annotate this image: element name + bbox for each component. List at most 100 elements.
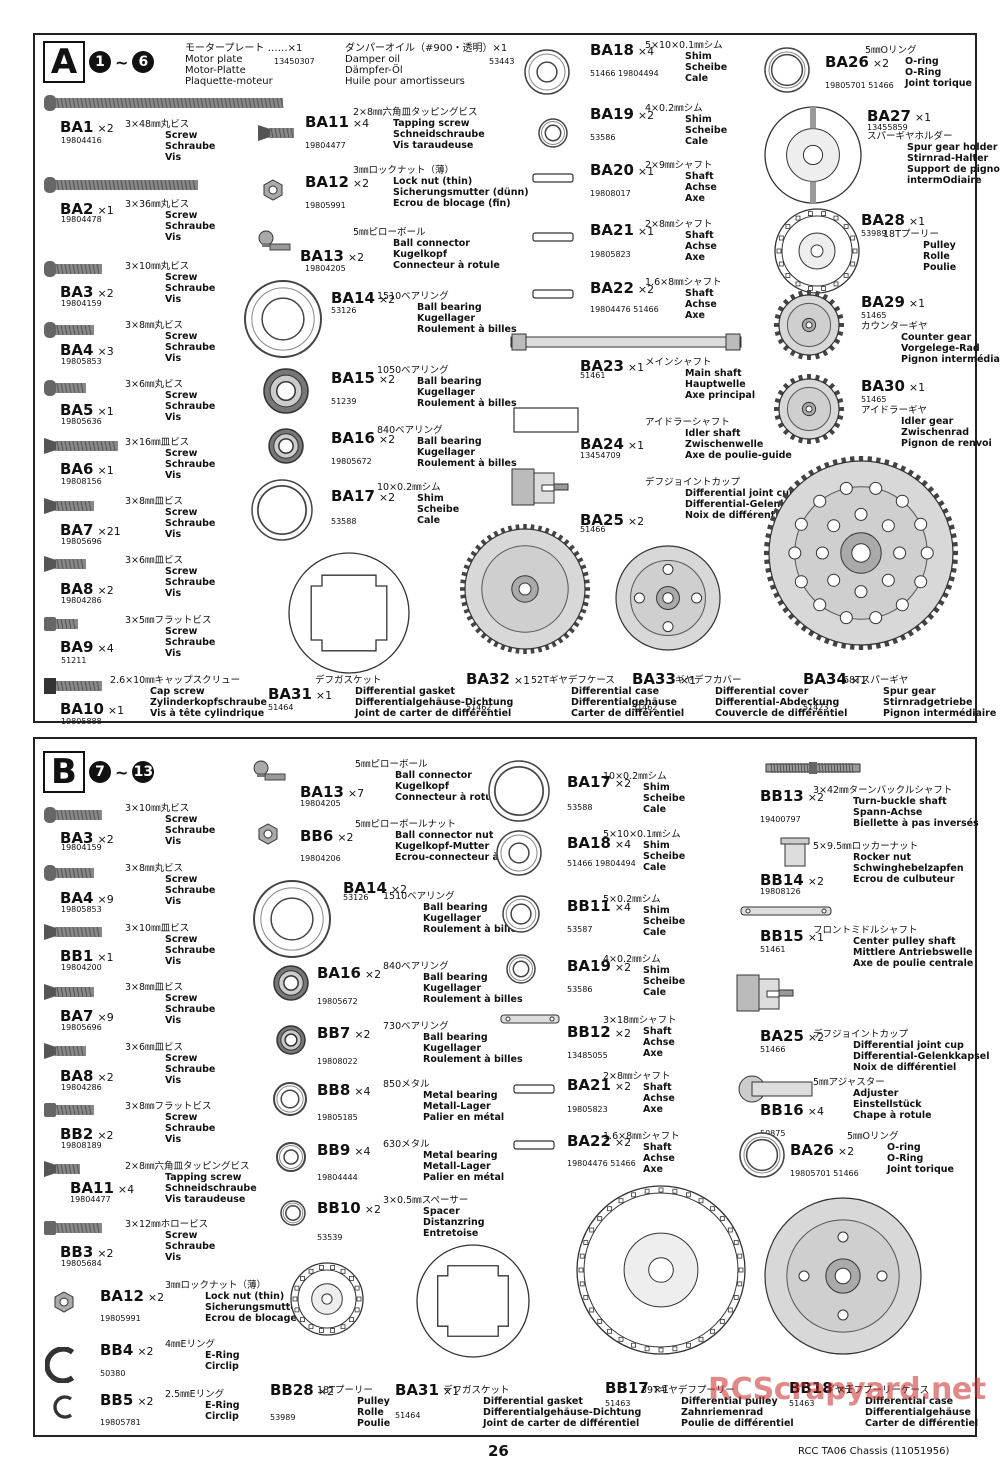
- part-name-line: Einstellstück: [853, 1099, 922, 1110]
- part-name-line: Schneidschraube: [393, 129, 485, 140]
- part-quantity: ×4: [637, 45, 655, 58]
- part-name-line: Joint de carter de différentiel: [355, 708, 512, 719]
- part-code-label: BA25: [580, 511, 624, 529]
- part-name-line: Schraube: [165, 577, 216, 588]
- part-name-line: O-ring: [887, 1142, 921, 1153]
- part-code-label: BA14: [331, 289, 375, 307]
- part-number: 51463: [789, 1399, 815, 1408]
- part-ba26-drawing: [763, 46, 811, 94]
- part-name-line: Connecteur à rotule: [393, 260, 500, 271]
- part-name-jp: 3㎜ロックナット（薄）: [353, 165, 455, 176]
- part-quantity: ×2: [347, 251, 365, 264]
- part-code-label: BA26: [825, 53, 869, 71]
- part-name-line: Schraube: [165, 459, 216, 470]
- part-name-line: Shaft: [685, 288, 714, 299]
- part-name-line: Stirnradgetriebe: [883, 697, 973, 708]
- step-tilde: ~: [115, 762, 129, 782]
- part-name-jp: 840ベアリング: [377, 425, 443, 436]
- part-bb18-drawing: [759, 1192, 927, 1360]
- part-quantity: ×2: [364, 1203, 381, 1216]
- part-ba1-drawing: [43, 95, 284, 111]
- part-code-label: BB8: [317, 1081, 351, 1099]
- part-name-line: Connecteur à rotule: [395, 792, 502, 803]
- part-code-label: BA18: [567, 834, 611, 852]
- part-name-jp: 2×8㎜六角皿タッピングビス: [125, 1161, 250, 1172]
- part-code: BA31×1: [268, 685, 332, 703]
- part-name-line: Ball bearing: [417, 376, 482, 387]
- part-name-line: Ball connector: [395, 770, 472, 781]
- part-number: 19804206: [300, 854, 341, 863]
- part-code: BA11×4: [70, 1179, 134, 1197]
- part-name-line: Zwischenwelle: [685, 439, 764, 450]
- part-quantity: ×2: [97, 122, 114, 135]
- part-name-jp: 5×10×0.1㎜シム: [603, 829, 681, 840]
- part-number: 19805696: [61, 537, 102, 546]
- part-name-jp: 3×8㎜丸ビス: [125, 320, 184, 331]
- part-name-line: Metall-Lager: [423, 1101, 491, 1112]
- part-name-line: Scheibe: [685, 62, 728, 73]
- part-name-line: Shaft: [643, 1026, 672, 1037]
- part-code: BA13×2: [300, 247, 364, 265]
- part-ba11-drawing: [43, 1161, 81, 1177]
- part-code: BA8×2: [60, 1067, 114, 1085]
- panel-letter: A: [43, 41, 85, 83]
- part-number: 51466: [760, 1045, 786, 1054]
- part-code-label: BA32: [466, 670, 510, 688]
- part-code-label: BA5: [60, 401, 94, 419]
- part-name-jp: 850メタル: [383, 1079, 430, 1090]
- part-name-line: Schraube: [165, 342, 216, 353]
- part-name-line: Sicherungsmutter (dünn): [205, 1302, 341, 1313]
- part-name-line: Differential-Gelenkkapsel: [685, 499, 822, 510]
- part-name-line: Achse: [685, 182, 717, 193]
- part-code-label: BA12: [305, 173, 349, 191]
- part-name-line: O-Ring: [905, 67, 942, 78]
- part-ba10-drawing: [43, 678, 103, 694]
- part-number: 19804477: [70, 1195, 111, 1204]
- part-quantity: ×2: [627, 515, 645, 528]
- part-name-line: Screw: [165, 814, 198, 825]
- part-ba7-drawing: [43, 498, 95, 514]
- part-ba31-drawing: [287, 551, 411, 675]
- part-code-label: BB3: [60, 1243, 94, 1261]
- part-code-label: BA12: [100, 1287, 144, 1305]
- part-name-line: Rolle: [923, 251, 950, 262]
- part-code-label: BA17: [331, 487, 375, 505]
- part-code-label: BA22: [567, 1132, 611, 1150]
- part-name-jp: デフガスケット: [443, 1385, 510, 1396]
- part-number: 19805672: [317, 997, 358, 1006]
- part-name-line: Lock nut (thin): [205, 1291, 285, 1302]
- part-code: BA14×2: [331, 289, 395, 307]
- part-name-line: Differential joint cup: [685, 488, 796, 499]
- part-quantity: ×1: [97, 405, 114, 418]
- part-name-line: Rocker nut: [853, 852, 912, 863]
- part-name-jp: 3㎜ロックナット（薄）: [165, 1280, 267, 1291]
- part-name-line: Screw: [165, 448, 198, 459]
- part-number: 19805701 51466: [825, 81, 894, 90]
- part-number: 19805672: [331, 457, 372, 466]
- part-code-label: BA13: [300, 247, 344, 265]
- part-code-label: BA1: [60, 118, 94, 136]
- part-number: 19805823: [567, 1105, 608, 1114]
- part-ba26-drawing: [738, 1131, 786, 1179]
- part-code: BB8×4: [317, 1081, 371, 1099]
- part-number: 19805701 51466: [790, 1169, 859, 1178]
- part-quantity: ×2: [807, 791, 824, 804]
- part-code: BA25×2: [580, 511, 644, 529]
- part-quantity: ×2: [807, 1031, 825, 1044]
- part-code-label: BB11: [567, 897, 611, 915]
- part-number: 53587: [567, 925, 593, 934]
- part-code-label: BA16: [331, 429, 375, 447]
- part-name-jp: デフジョイントカップ: [813, 1029, 909, 1040]
- part-bb4-drawing: [45, 1347, 81, 1383]
- part-quantity: ×2: [378, 433, 396, 446]
